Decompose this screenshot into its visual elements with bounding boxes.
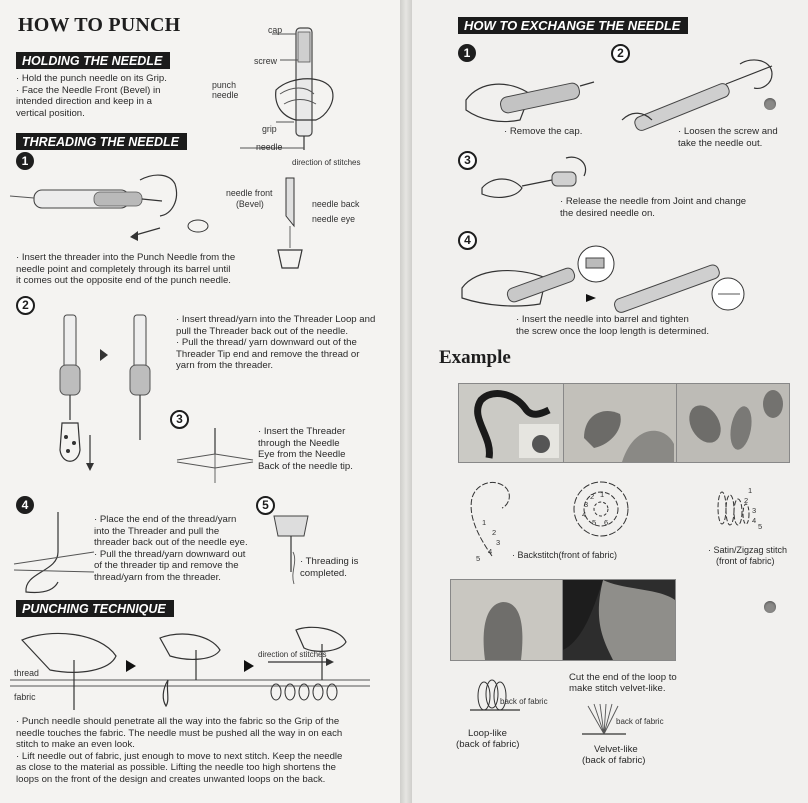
step-2-text: · Insert thread/yarn into the Threader L…	[176, 314, 376, 372]
label-thread: thread	[14, 668, 39, 678]
section-heading-holding: HOLDING THE NEEDLE	[16, 52, 171, 69]
velvet-like-label-2: (back of fabric)	[582, 755, 646, 766]
step-3-text: · Insert the Threader through the Needle…	[258, 426, 353, 472]
instruction-line: vertical position.	[16, 107, 85, 119]
page-title: HOW TO PUNCH	[18, 14, 181, 36]
label-fabric: fabric	[14, 692, 36, 702]
threader-eye-illustration	[176, 428, 254, 483]
circle-num-3: 3	[584, 500, 589, 509]
step-number-2: 2	[16, 296, 35, 315]
punch-hole-top	[764, 98, 776, 110]
loop-like-label-2: (back of fabric)	[456, 739, 520, 750]
label-screw: screw	[254, 56, 277, 66]
needle-bevel-diagram	[277, 177, 303, 269]
holding-instructions: · Hold the punch needle on its Grip. · F…	[16, 73, 216, 119]
threader-insert-illustration	[9, 174, 209, 241]
exchange-step-3-text: · Release the needle from Joint and chan…	[560, 196, 747, 219]
satin-num-2: 2	[744, 496, 749, 505]
exchange-step-number-4: 4	[458, 231, 477, 250]
instruction-line: · Hold the punch needle on its Grip.	[16, 73, 167, 84]
label-direction-stitches: direction of stitches	[292, 158, 361, 167]
threader-loop-illustration	[59, 314, 151, 471]
remove-cap-illustration	[465, 81, 595, 123]
circle-num-1: 1	[600, 490, 605, 499]
satin-num-1: 1	[748, 486, 753, 495]
exchange-step-4-text: · Insert the needle into barrel and tigh…	[516, 314, 710, 337]
step-number-4: 4	[16, 496, 34, 514]
step-number-1: 1	[16, 152, 34, 170]
circle-num-4: 4	[582, 510, 587, 519]
instruction-line: intended direction and keep in a	[16, 96, 153, 108]
loop-like-diagram	[470, 679, 520, 711]
label-cap: cap	[268, 25, 283, 35]
punching-instructions: · Punch needle should penetrate all the …	[16, 716, 343, 785]
circle-num-5: 5	[592, 518, 597, 527]
label-needle-back: needle back	[312, 199, 360, 209]
threading-completed-illustration	[273, 515, 309, 585]
example-title: Example	[439, 347, 511, 368]
example-photo-velvet	[562, 579, 676, 661]
left-page: HOW TO PUNCH HOLDING THE NEEDLE · Hold t…	[0, 0, 400, 803]
velvet-like-diagram	[582, 703, 626, 735]
example-photo-fill	[563, 383, 679, 463]
circle-fill-diagram	[573, 481, 629, 537]
satin-num-3: 3	[752, 506, 757, 515]
loop-back-label: back of fabric	[500, 697, 548, 706]
backstitch-diagram	[470, 482, 510, 557]
backstitch-label: · Backstitch(front of fabric)	[512, 550, 618, 560]
label-bevel: (Bevel)	[236, 199, 264, 209]
backstitch-num-3: 3	[496, 538, 501, 547]
exchange-step-1-text: · Remove the cap.	[504, 126, 583, 137]
label-punch-needle-2: needle	[212, 90, 239, 100]
satin-num-4: 4	[752, 516, 757, 525]
velvet-like-label: Velvet-like	[594, 744, 638, 755]
punching-technique-illustration	[10, 626, 370, 710]
instruction-line: · Face the Needle Front (Bevel) in	[16, 84, 161, 96]
step-number-3: 3	[170, 410, 189, 429]
section-heading-exchange: HOW TO EXCHANGE THE NEEDLE	[458, 17, 689, 34]
step-number-5: 5	[256, 496, 275, 515]
release-needle-illustration	[481, 156, 587, 198]
example-photo-petals	[676, 383, 790, 463]
loosen-screw-illustration	[621, 59, 773, 131]
label-direction-of-stitches: direction of stitches	[258, 650, 327, 659]
backstitch-num-1: 1	[482, 518, 487, 527]
satin-label-2: (front of fabric)	[716, 556, 775, 566]
example-photo-loop	[450, 579, 564, 661]
punch-hole-bottom	[764, 601, 776, 613]
circle-num-6: 6	[604, 518, 609, 527]
backstitch-num-2: 2	[492, 528, 497, 537]
loop-like-label: Loop-like	[468, 728, 507, 739]
holding-needle-illustration	[240, 27, 334, 150]
satin-num-5: 5	[758, 522, 763, 531]
label-grip: grip	[262, 124, 277, 134]
cut-loop-text: Cut the end of the loop to	[569, 672, 677, 683]
section-heading-threading: THREADING THE NEEDLE	[16, 133, 187, 150]
step-5-text: · Threading is completed.	[300, 556, 359, 579]
insert-needle-illustration	[461, 245, 745, 313]
backstitch-num-4: 4	[488, 547, 493, 556]
satin-stitch-diagram	[717, 491, 750, 526]
page-fold	[400, 0, 412, 803]
example-photo-backstitch	[458, 383, 566, 463]
right-page: HOW TO EXCHANGE THE NEEDLE 1 · Remove th…	[412, 0, 808, 803]
satin-label: · Satin/Zigzag stitch	[708, 545, 788, 555]
label-needle-front: needle front	[226, 188, 273, 198]
label-needle: needle	[256, 142, 283, 152]
cut-loop-text-2: make stitch velvet-like.	[569, 683, 666, 694]
thread-pull-illustration	[13, 512, 95, 594]
exchange-step-number-1: 1	[458, 44, 476, 62]
step-4-text: · Place the end of the thread/yarn into …	[94, 514, 248, 583]
step-1-text: · Insert the threader into the Punch Nee…	[16, 252, 236, 287]
section-heading-punching: PUNCHING TECHNIQUE	[16, 600, 174, 617]
circle-num-2: 2	[590, 492, 595, 501]
exchange-step-2-text: · Loosen the screw and take the needle o…	[678, 126, 778, 149]
backstitch-num-5: 5	[476, 554, 481, 563]
exchange-step-number-3: 3	[458, 151, 477, 170]
label-needle-eye: needle eye	[312, 214, 356, 224]
velvet-back-label: back of fabric	[616, 717, 664, 726]
exchange-step-number-2: 2	[611, 44, 630, 63]
label-punch-needle: punch	[212, 80, 236, 90]
